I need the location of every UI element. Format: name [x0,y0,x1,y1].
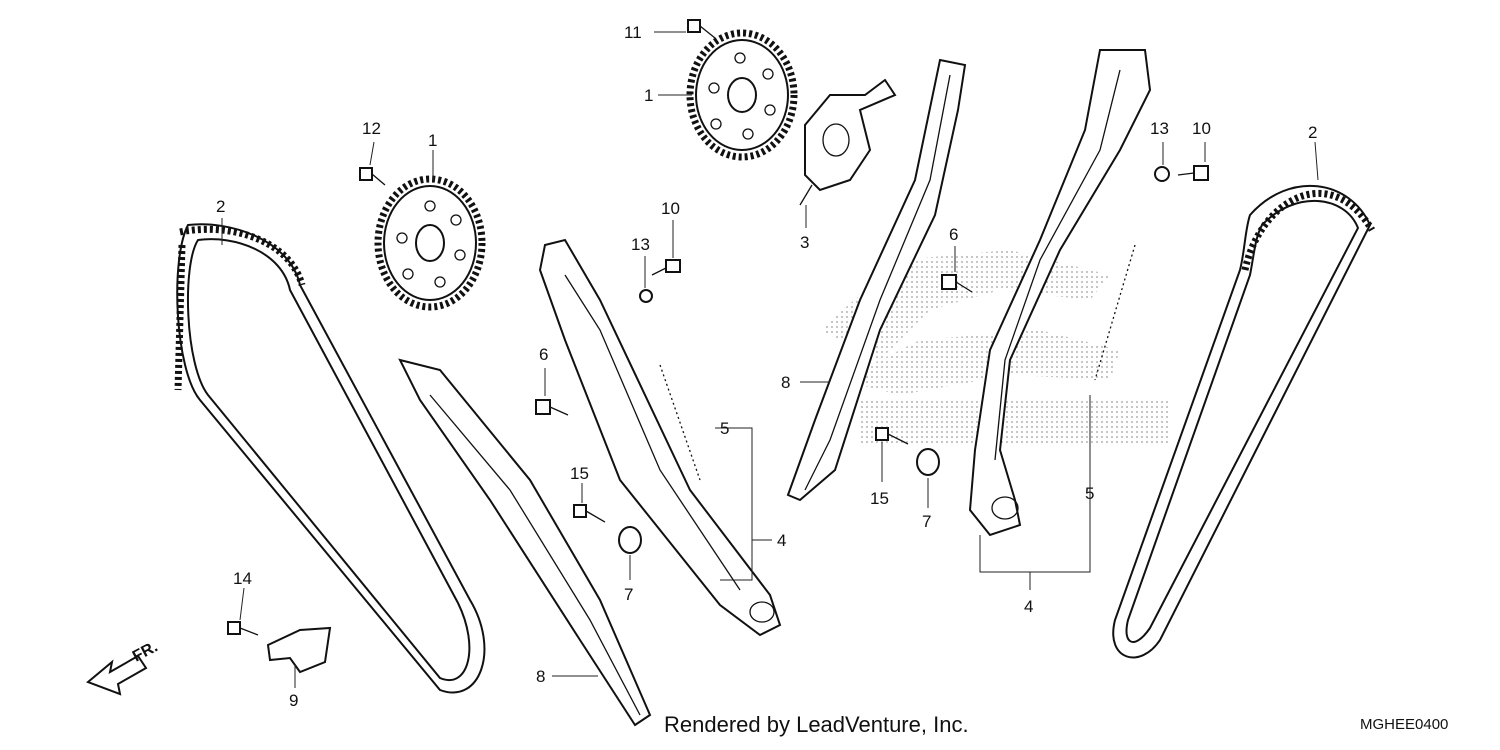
collar-7-right [916,448,940,476]
bolt-12 [359,167,386,186]
callout-12: 12 [362,119,381,138]
callout-2-right: 2 [1308,123,1317,142]
washer-13-right [1154,166,1170,182]
callout-15-right: 15 [870,489,889,508]
left-cam-chain [174,223,486,694]
left-chain-guide [398,358,652,727]
callout-6-left: 6 [539,345,548,364]
callout-11: 11 [624,23,642,42]
collar-7-left [618,526,642,554]
render-credit: Rendered by LeadVenture, Inc. [664,712,969,737]
left-tensioner-arm [538,238,782,637]
callout-9: 9 [289,691,298,710]
bolt-11 [687,19,716,39]
callout-labels: 1 11 12 1 2 2 3 10 13 6 6 13 10 5 5 8 15… [216,23,1317,710]
bolt-15-left [573,504,606,523]
callout-1-right: 1 [644,86,653,105]
right-cam-chain [1112,184,1375,659]
callout-13-right: 13 [1150,119,1169,138]
callout-14: 14 [233,569,252,588]
leader-lines [221,31,1319,688]
callout-4-left: 4 [777,531,786,550]
callout-13-left: 13 [631,235,650,254]
callout-7-right: 7 [922,512,931,531]
bolt-14 [227,621,259,636]
left-cam-sprocket [374,175,486,311]
bolt-15-right [875,427,909,445]
callout-1-left: 1 [428,131,437,150]
callout-3: 3 [800,233,809,252]
right-tensioner-arm [968,49,1152,537]
bolt-6-right [941,274,973,293]
chain-guide-plate [799,78,897,206]
callout-5-right: 5 [1085,484,1094,503]
bolt-6-left [535,399,569,416]
bracket-9 [266,626,332,674]
callout-10-right: 10 [1192,119,1211,138]
front-direction-arrow: FR. [86,638,161,696]
right-chain-guide [786,58,967,502]
bolt-10-right [1177,165,1209,181]
callout-6-right: 6 [949,225,958,244]
callout-7-left: 7 [624,585,633,604]
callout-8-left: 8 [536,667,545,686]
right-cam-sprocket [686,29,798,161]
right-tensioner-spring [1094,244,1136,381]
callout-2-left: 2 [216,197,225,216]
callout-4-right: 4 [1024,597,1033,616]
callout-5-left: 5 [720,419,729,438]
left-tensioner-spring [659,364,701,481]
diagram-code: MGHEE0400 [1360,716,1449,733]
callout-15-left: 15 [570,464,589,483]
callout-10-left: 10 [661,199,680,218]
washer-13-left [639,289,653,303]
callout-8-right: 8 [781,373,790,392]
bolt-10-left [651,259,681,276]
